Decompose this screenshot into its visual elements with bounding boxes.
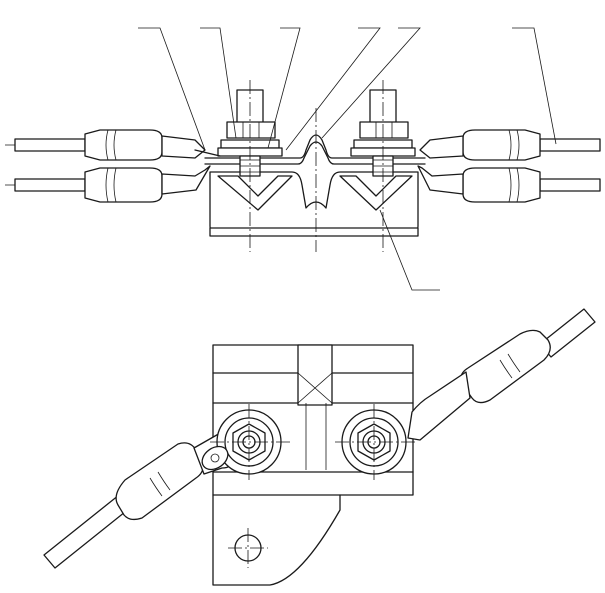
base-plate: [209, 227, 419, 237]
left-terminal: [210, 404, 290, 480]
leader-lines: [138, 27, 557, 291]
right-wires: [417, 129, 601, 203]
left-wires: [5, 129, 221, 203]
block-body: [212, 344, 414, 586]
right-terminal: [335, 404, 415, 480]
central-rib: [297, 344, 333, 470]
wire-lower-left: [43, 431, 235, 569]
left-lug-ring: [201, 445, 229, 471]
plan-view: [43, 308, 596, 586]
section-view: [5, 27, 601, 291]
wire-upper-right: [407, 308, 596, 441]
base-grooves: [217, 175, 413, 211]
